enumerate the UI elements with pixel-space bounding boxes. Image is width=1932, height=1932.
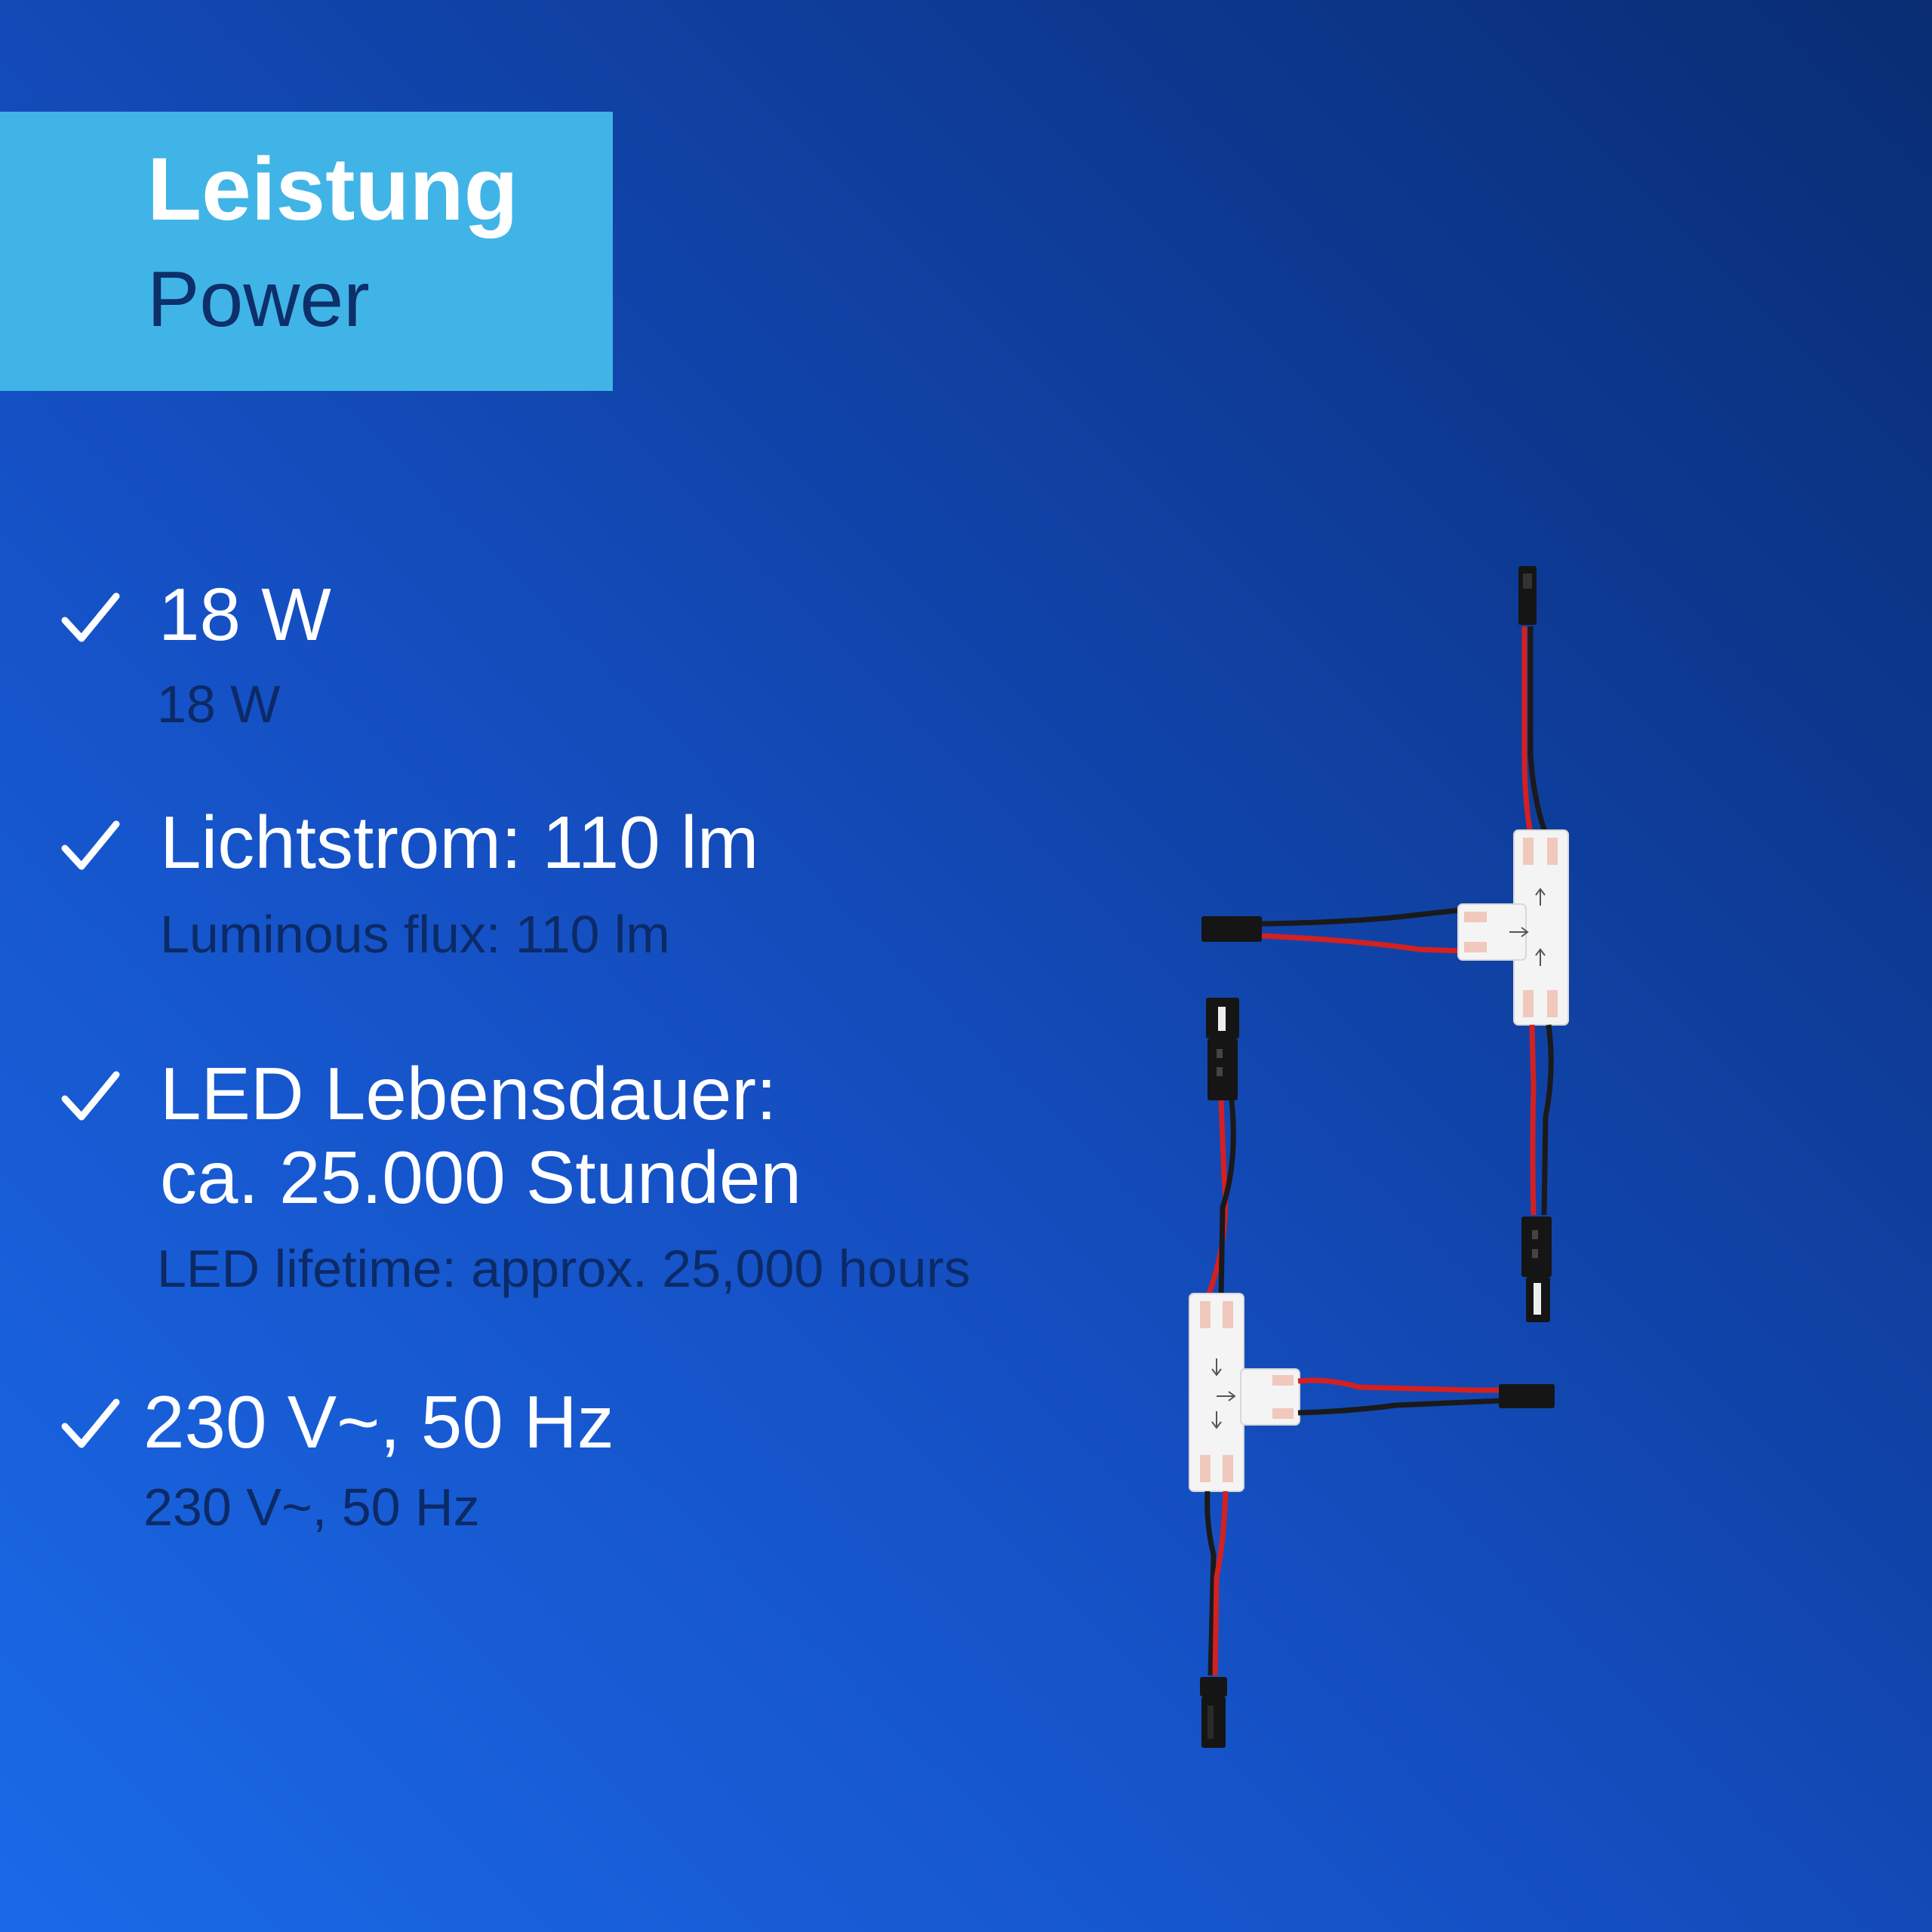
check-icon [61, 592, 120, 642]
check-icon [61, 1398, 120, 1448]
feature-voltage-en: 230 V~, 50 Hz [143, 1478, 480, 1537]
feature-power-en: 18 W [157, 675, 281, 734]
title-banner [0, 112, 613, 391]
feature-lifetime-en: LED lifetime: approx. 25,000 hours [157, 1239, 971, 1298]
check-icon [61, 1071, 120, 1121]
title-english: Power [147, 256, 370, 343]
feature-power-de: 18 W [158, 573, 331, 656]
t-connector-upper [1201, 566, 1569, 1322]
connector-cables-illustration [1189, 566, 1569, 1748]
feature-luminous-flux-de: Lichtstrom: 110 lm [160, 801, 759, 884]
title-german: Leistung [147, 140, 518, 239]
check-icon [61, 820, 120, 870]
feature-lifetime-de-line2: ca. 25.000 Stunden [160, 1136, 802, 1219]
feature-luminous-flux-en: Luminous flux: 110 lm [160, 905, 670, 964]
feature-voltage-de: 230 V~, 50 Hz [143, 1380, 614, 1463]
feature-lifetime-de-line1: LED Lebensdauer: [160, 1052, 777, 1135]
t-connector-lower [1189, 998, 1555, 1748]
